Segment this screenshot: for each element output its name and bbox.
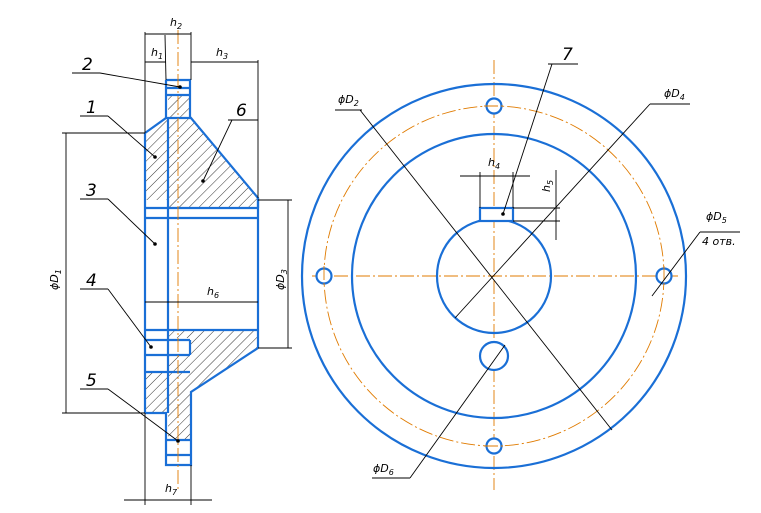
label-h4: h4: [488, 156, 500, 171]
front-view: ϕD2 ϕD4 ϕD5 4 отв. ϕD6 h4 h5 7: [300, 45, 740, 490]
callout-7: 7: [501, 45, 578, 216]
callout-1: 1: [80, 98, 157, 159]
label-D3: ϕD3: [274, 269, 289, 290]
svg-text:6: 6: [236, 101, 247, 121]
section-view: h2 h1 h3 ϕD1 ϕD3 h6 h7 2 1: [48, 16, 292, 505]
callout-2: 2: [72, 55, 182, 89]
label-h7: h7: [165, 482, 178, 497]
label-D5: ϕD5: [706, 210, 727, 225]
label-D1: ϕD1: [48, 269, 63, 290]
label-D6: ϕD6: [373, 462, 394, 477]
middle-circle: [350, 132, 638, 420]
hatch-upper-body: [145, 118, 168, 200]
label-h1: h1: [151, 46, 163, 61]
callout-3: 3: [80, 181, 157, 246]
label-h3: h3: [216, 46, 228, 61]
hole-D6: [478, 340, 510, 372]
svg-text:7: 7: [562, 45, 573, 65]
svg-text:2: 2: [82, 55, 93, 75]
label-h5: h5: [540, 180, 555, 192]
svg-text:3: 3: [86, 181, 97, 201]
label-D2: ϕD2: [338, 93, 359, 108]
svg-text:5: 5: [86, 371, 97, 391]
keyway: [478, 206, 515, 223]
callout-5: 5: [80, 371, 180, 443]
label-D5-note: 4 отв.: [702, 235, 736, 248]
callout-4: 4: [80, 271, 153, 349]
label-D4: ϕD4: [664, 87, 685, 102]
label-h2: h2: [170, 16, 182, 31]
outer-circle: [300, 82, 688, 470]
label-h6: h6: [207, 285, 219, 300]
callout-6: 6: [201, 101, 258, 183]
lower-bolt-hole: [166, 440, 190, 455]
svg-text:1: 1: [86, 98, 97, 118]
svg-text:4: 4: [86, 271, 97, 291]
bore: [145, 208, 258, 330]
hatch-lower-body: [145, 372, 168, 413]
